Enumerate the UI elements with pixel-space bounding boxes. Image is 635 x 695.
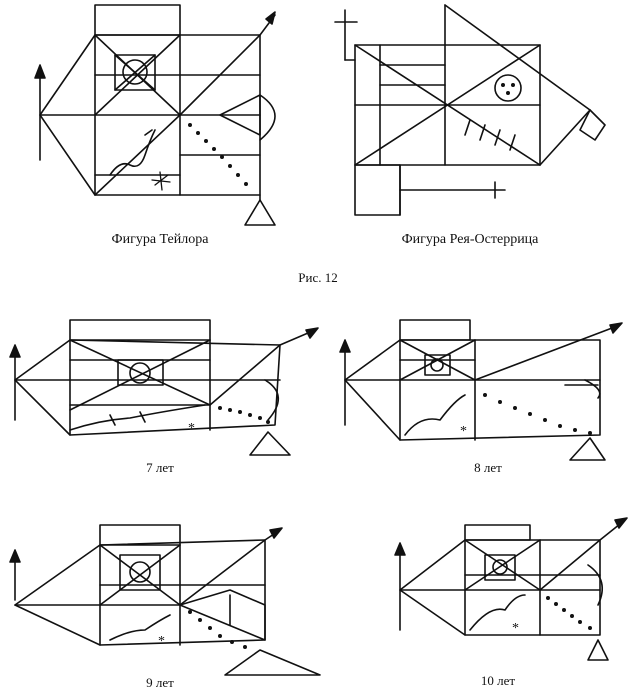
svg-text:*: * [188,421,195,436]
taylor-figure [34,4,276,226]
svg-text:*: * [512,621,519,636]
figure-7-years: * [9,319,319,456]
svg-text:*: * [158,634,165,649]
figure-8-years: * [339,319,623,461]
caption-age-9: 9 лет [146,675,174,690]
caption-rey: Фигура Рея-Остеррица [401,232,539,247]
caption-taylor: Фигура Тейлора [111,232,209,247]
figure-9-years: * [9,524,321,676]
caption-age-7: 7 лет [146,460,174,475]
rey-figure [334,4,606,216]
svg-text:*: * [460,424,467,439]
caption-figure-number: Рис. 12 [298,270,338,285]
caption-age-10: 10 лет [480,673,516,688]
caption-age-8: 8 лет [474,460,502,475]
figure-10-years: * [394,517,628,661]
